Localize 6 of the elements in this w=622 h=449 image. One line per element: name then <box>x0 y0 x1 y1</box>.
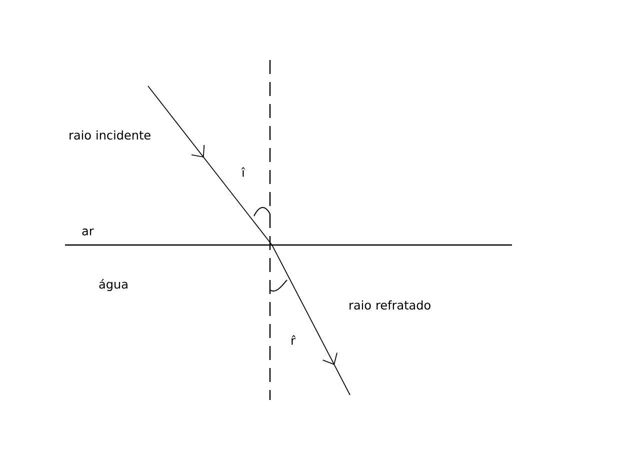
label: raio refratado <box>350 300 430 310</box>
label: ar <box>82 228 94 236</box>
label: raio incidente <box>70 130 150 140</box>
label: r̂ <box>292 335 296 345</box>
label: î <box>241 167 246 177</box>
label: água <box>99 278 128 292</box>
